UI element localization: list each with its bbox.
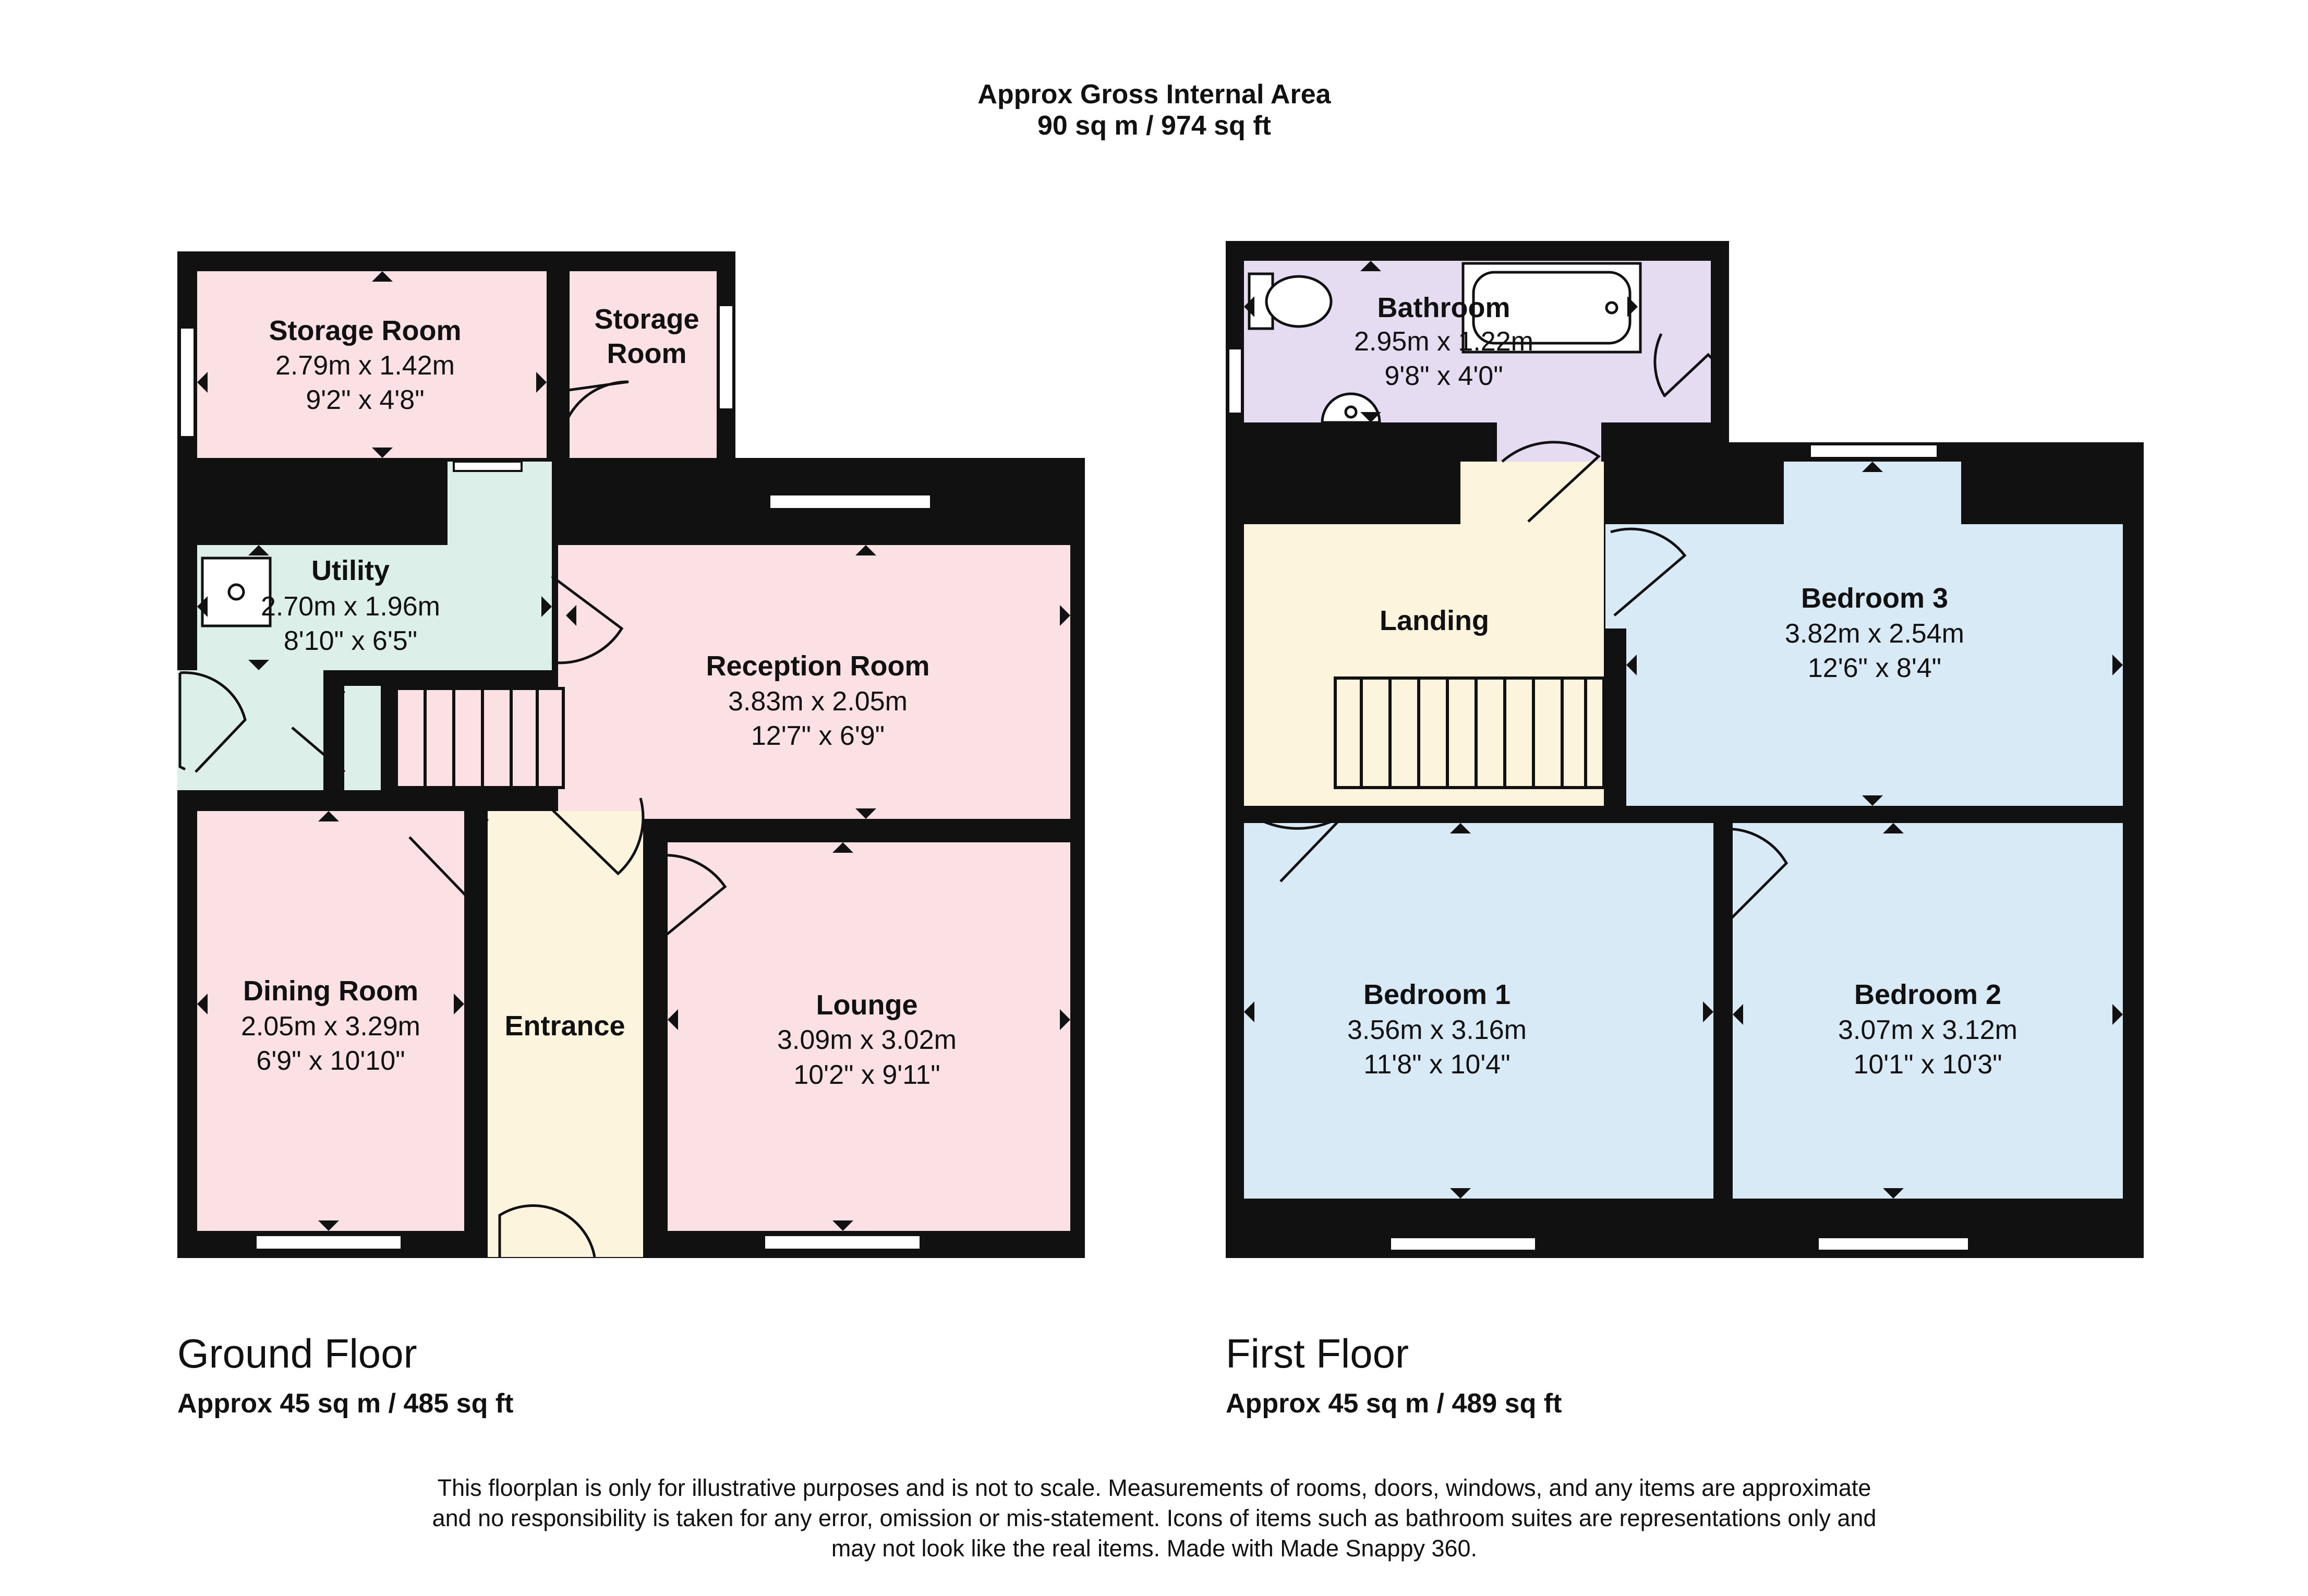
lounge-floor [668, 842, 1070, 1231]
dining-room-name: Dining Room [243, 975, 418, 1007]
reception-room-dim-ft: 12'7" x 6'9" [751, 721, 885, 751]
ground-windows [179, 304, 932, 1251]
utility-floor [448, 462, 552, 550]
entrance-name: Entrance [504, 1010, 625, 1042]
storage-room-2-floor [570, 271, 717, 458]
disclaimer-line-2: and no responsibility is taken for any e… [432, 1505, 1877, 1531]
dining-room-dim-ft: 6'9" x 10'10" [256, 1046, 405, 1076]
toilet-icon [1248, 272, 1333, 330]
bedroom-1-floor [1244, 823, 1713, 1199]
dining-room-floor [197, 811, 464, 1231]
ground-floor-title: Ground Floor [177, 1331, 417, 1376]
bedroom-3-name: Bedroom 3 [1801, 583, 1948, 614]
first-windows [1227, 347, 1970, 1252]
first-doors [1248, 333, 1789, 929]
reception-room-dim-m: 3.83m x 2.05m [728, 686, 908, 717]
ground-dimension-markers [197, 271, 1070, 1231]
bedroom-2-name: Bedroom 2 [1854, 979, 2001, 1010]
storage-room-1-dim-m: 2.79m x 1.42m [275, 350, 455, 381]
utility-dim-m: 2.70m x 1.96m [261, 591, 440, 622]
storage-room-1-floor [197, 271, 547, 458]
bedroom-1-dim-m: 3.56m x 3.16m [1347, 1015, 1527, 1045]
utility-lobby-floor [344, 686, 381, 790]
ground-floor-area: Approx 45 sq m / 485 sq ft [177, 1388, 513, 1419]
bedroom-1-dim-ft: 11'8" x 10'4" [1363, 1049, 1510, 1080]
lounge-name: Lounge [816, 989, 918, 1021]
storage-room-2-name-line1: Storage [594, 304, 699, 335]
lounge-dim-ft: 10'2" x 9'11" [793, 1060, 940, 1090]
bathroom-dim-ft: 9'8" x 4'0" [1384, 361, 1503, 391]
gross-area-value: 90 sq m / 974 sq ft [1037, 111, 1271, 141]
bedroom-2-dim-m: 3.07m x 3.12m [1838, 1015, 2017, 1045]
bedroom-2-dim-ft: 10'1" x 10'3" [1853, 1049, 2002, 1080]
storage-room-2-name-line2: Room [607, 338, 687, 369]
bedroom-1-name: Bedroom 1 [1363, 979, 1511, 1010]
dining-room-dim-m: 2.05m x 3.29m [241, 1011, 420, 1042]
entrance-floor [488, 811, 643, 1257]
ground-doors [178, 380, 727, 1258]
disclaimer-line-3: may not look like the real items. Made w… [831, 1535, 1477, 1562]
first-floor-area: Approx 45 sq m / 489 sq ft [1226, 1388, 1562, 1419]
first-dimension-markers [1244, 261, 2123, 1199]
bedroom-2-floor [1733, 823, 2123, 1199]
first-floor-plan: Bathroom 2.95m x 1.22m 9'8" x 4'0" Landi… [1226, 241, 2144, 1258]
lounge-dim-m: 3.09m x 3.02m [777, 1025, 957, 1055]
reception-room-floor [558, 545, 1070, 819]
utility-lobby-floor [177, 670, 323, 790]
utility-dim-ft: 8'10" x 6'5" [284, 626, 417, 656]
storage-room-1-dim-ft: 9'2" x 4'8" [306, 385, 424, 415]
ground-floor-plan: Storage Room 2.79m x 1.42m 9'2" x 4'8" S… [177, 251, 1085, 1258]
bedroom-3-dim-m: 3.82m x 2.54m [1785, 619, 1964, 649]
first-stairs [1334, 676, 1605, 789]
ground-stairs [395, 687, 565, 789]
first-floor-title: First Floor [1226, 1331, 1409, 1376]
storage-room-1-name: Storage Room [269, 315, 461, 346]
bedroom-3-floor [1626, 524, 2123, 806]
utility-name: Utility [311, 555, 390, 586]
bathroom-dim-m: 2.95m x 1.22m [1354, 327, 1533, 357]
bedroom-3-floor [1605, 524, 1629, 628]
landing-floor [1244, 524, 1604, 806]
bedroom-3-floor [1784, 462, 1961, 529]
disclaimer-line-1: This floorplan is only for illustrative … [438, 1474, 1871, 1501]
landing-name: Landing [1380, 605, 1489, 636]
bedroom-3-dim-ft: 12'6" x 8'4" [1808, 653, 1941, 683]
bathtub-icon [1461, 262, 1642, 354]
reception-room-name: Reception Room [706, 650, 929, 682]
shower-tray-icon [201, 557, 272, 627]
bathroom-name: Bathroom [1377, 292, 1511, 323]
gross-area-title: Approx Gross Internal Area [977, 79, 1331, 110]
